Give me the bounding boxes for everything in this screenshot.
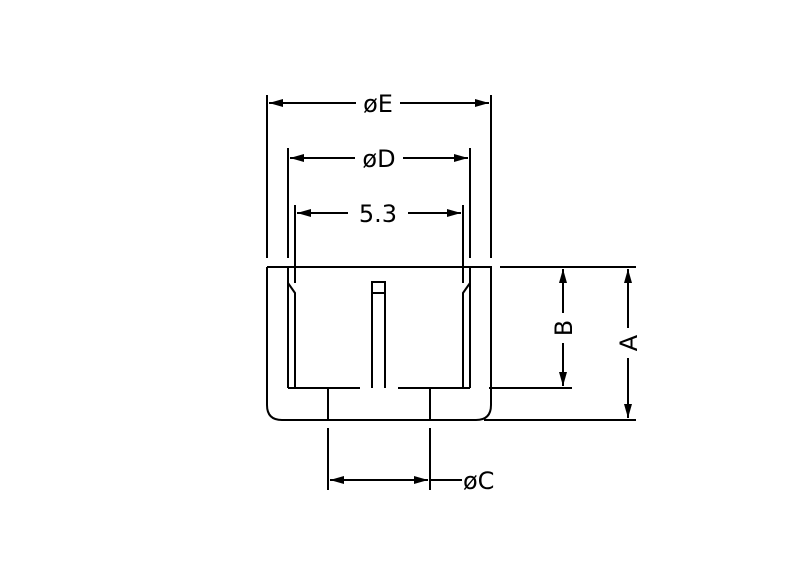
dimension-C: øC — [330, 467, 494, 495]
dimension-E: øE — [269, 90, 489, 118]
dimension-label-width: 5.3 — [359, 200, 397, 228]
extension-lines — [266, 95, 636, 490]
dimension-label-D: øD — [362, 145, 395, 173]
part-outline — [266, 266, 492, 421]
dimension-label-C: øC — [463, 467, 494, 495]
dimension-D: øD — [290, 145, 468, 173]
dimension-label-E: øE — [363, 90, 393, 118]
dimension-label-B: B — [550, 320, 578, 336]
dimension-label-A: A — [615, 334, 643, 351]
dimension-B: B — [550, 269, 578, 386]
dimension-A: A — [615, 269, 643, 418]
dimension-width: 5.3 — [297, 200, 461, 228]
